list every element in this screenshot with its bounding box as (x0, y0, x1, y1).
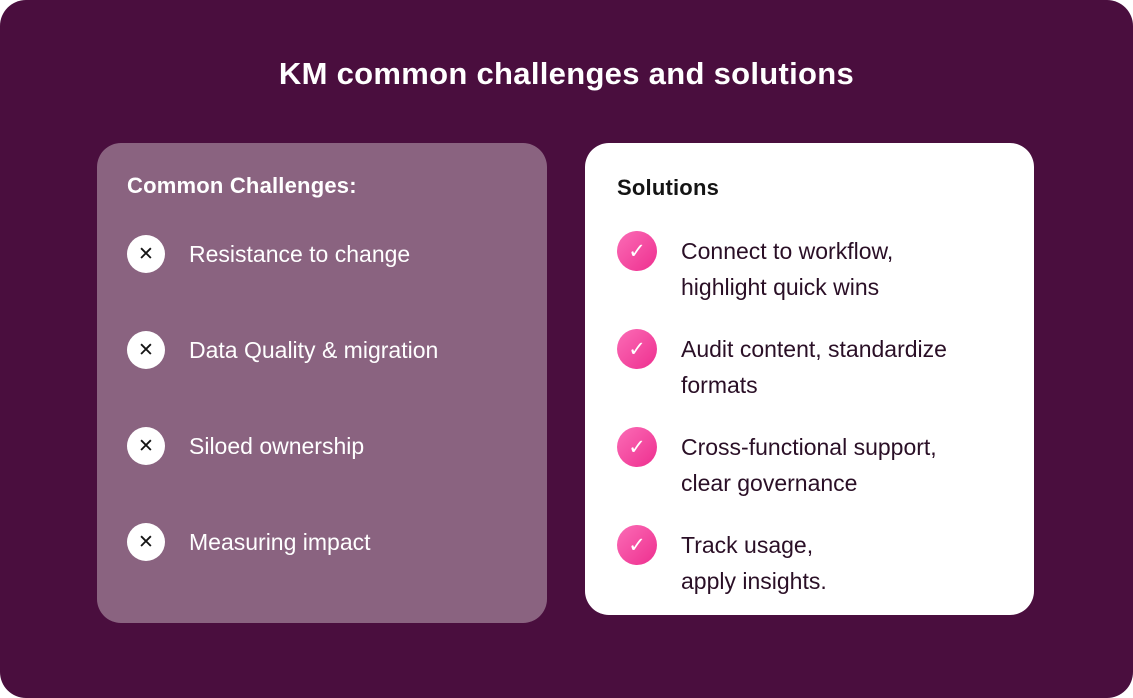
list-item: ✕ Siloed ownership (127, 427, 547, 465)
solution-label: Audit content, standardize formats (681, 336, 947, 398)
challenge-label: Data Quality & migration (189, 336, 439, 363)
challenges-card: Common Challenges: ✕ Resistance to chang… (97, 143, 547, 623)
check-icon: ✓ (617, 329, 657, 369)
solution-label: Cross-functional support, clear governan… (681, 434, 937, 496)
list-item: ✕ Resistance to change (127, 235, 547, 273)
x-icon: ✕ (127, 523, 165, 561)
solution-label: Track usage, apply insights. (681, 532, 827, 594)
solutions-card: Solutions ✓ Connect to workflow, highlig… (585, 143, 1034, 615)
list-item: ✓ Track usage, apply insights. (617, 525, 1034, 599)
challenge-label: Measuring impact (189, 528, 371, 555)
solutions-heading: Solutions (617, 175, 720, 200)
check-icon: ✓ (617, 231, 657, 271)
list-item: ✓ Connect to workflow, highlight quick w… (617, 231, 1034, 305)
check-icon: ✓ (617, 525, 657, 565)
x-icon: ✕ (127, 427, 165, 465)
list-item: ✕ Measuring impact (127, 523, 547, 561)
solution-label: Connect to workflow, highlight quick win… (681, 238, 894, 300)
challenge-label: Siloed ownership (189, 432, 365, 459)
solutions-list: ✓ Connect to workflow, highlight quick w… (617, 231, 1034, 599)
x-icon: ✕ (127, 235, 165, 273)
x-icon: ✕ (127, 331, 165, 369)
check-icon: ✓ (617, 427, 657, 467)
list-item: ✓ Audit content, standardize formats (617, 329, 1034, 403)
slide-title: KM common challenges and solutions (278, 56, 855, 91)
list-item: ✓ Cross-functional support, clear govern… (617, 427, 1034, 501)
list-item: ✕ Data Quality & migration (127, 331, 547, 369)
challenge-label: Resistance to change (189, 240, 411, 267)
challenges-list: ✕ Resistance to change ✕ Data Quality & … (127, 235, 547, 561)
challenges-heading: Common Challenges: (127, 173, 357, 198)
